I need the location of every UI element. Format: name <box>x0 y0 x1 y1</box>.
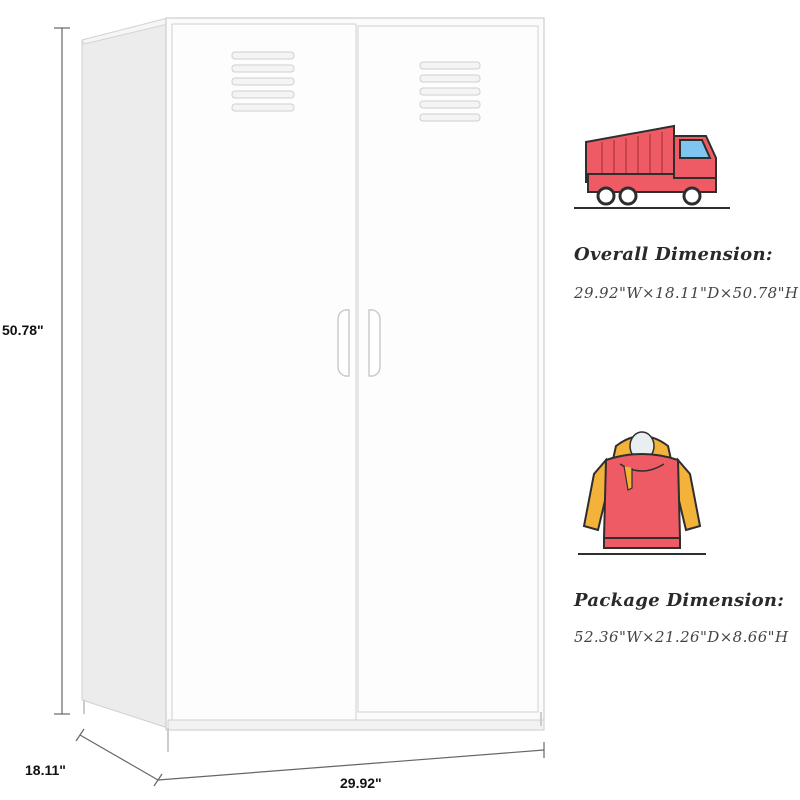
overall-dimension-value: 29.92"W×18.11"D×50.78"H <box>574 284 799 302</box>
overall-dimension-title: Overall Dimension: <box>574 244 773 265</box>
package-dimension-title: Package Dimension: <box>574 590 785 611</box>
delivery-truck-icon <box>574 124 730 209</box>
depth-dimension-label: 18.11" <box>25 762 66 778</box>
hoodie-icon <box>578 431 706 555</box>
wardrobe-side-panel <box>81 17 169 729</box>
depth-dimension-line <box>75 728 163 787</box>
width-dimension-label: 29.92" <box>340 775 382 791</box>
wardrobe-base <box>167 719 545 731</box>
package-dimension-value: 52.36"W×21.26"D×8.66"H <box>574 628 789 646</box>
height-dimension-label: 50.78" <box>2 322 44 338</box>
wardrobe-legs <box>83 700 542 752</box>
right-door <box>357 25 539 713</box>
door-handles <box>337 309 381 377</box>
width-dimension-line <box>157 742 545 781</box>
right-door-vents <box>419 61 481 122</box>
left-door-vents <box>231 51 295 112</box>
height-dimension-line <box>54 27 70 715</box>
left-door <box>171 23 357 723</box>
